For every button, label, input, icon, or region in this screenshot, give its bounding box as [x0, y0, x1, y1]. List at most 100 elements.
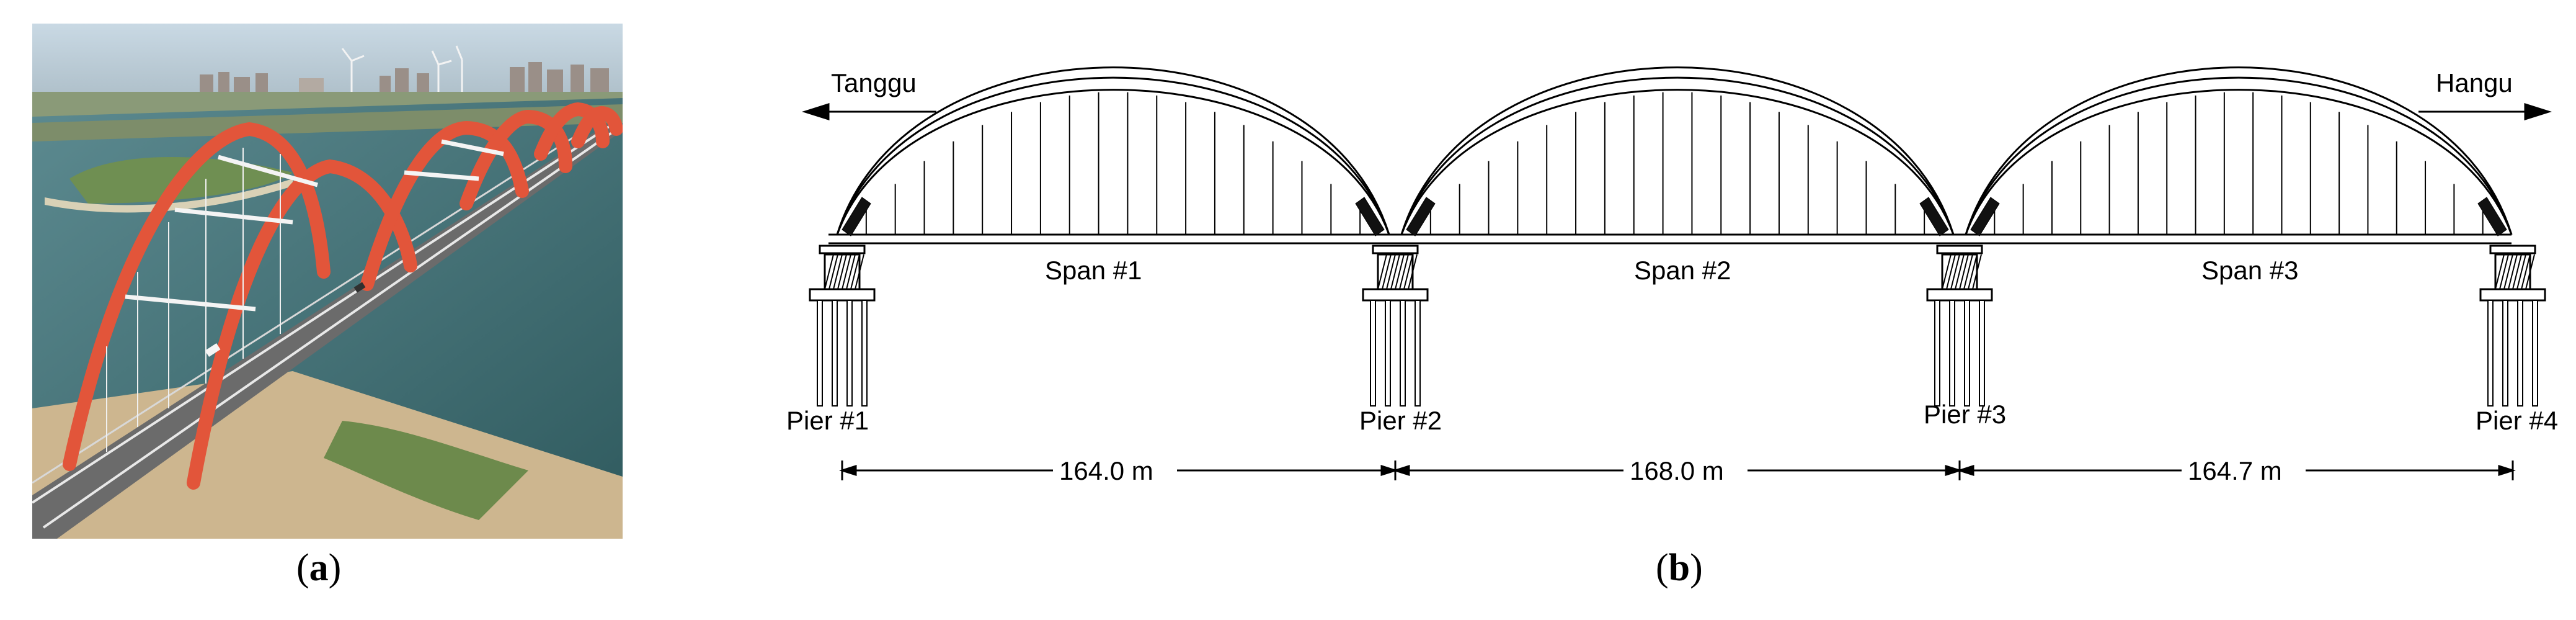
- pier-cap: [2489, 245, 2536, 254]
- pier-hatch: [837, 254, 847, 290]
- arch-span-2: [1400, 66, 1955, 236]
- piers: [809, 245, 2546, 407]
- pile: [832, 300, 838, 407]
- far-bank: [32, 104, 623, 142]
- pile: [2502, 300, 2508, 407]
- bridge-deck-line: [828, 233, 2512, 245]
- pier-cap: [1372, 245, 1419, 254]
- arch-span-3: [1965, 66, 2513, 236]
- wind-turbines: [341, 45, 463, 98]
- arch-span-1: [836, 66, 1390, 236]
- arches: [836, 66, 2513, 236]
- arch-rib: [1400, 66, 1955, 235]
- pier-hatch: [1390, 254, 1400, 290]
- arch-shoe: [2477, 197, 2507, 236]
- direction-left-label: Tanggu: [831, 68, 917, 97]
- pile: [2487, 300, 2494, 407]
- arch-rib: [836, 89, 1390, 235]
- pier-hatch: [1959, 254, 1969, 290]
- pier-3: [1926, 245, 1993, 407]
- pier-hatch: [1963, 254, 1973, 290]
- pier-hatch: [850, 254, 860, 290]
- hangers: [106, 148, 281, 452]
- pier-hatch: [1395, 254, 1405, 290]
- span-label-3: Span #3: [2201, 256, 2298, 285]
- pier-hatch: [846, 254, 856, 290]
- pier-hatch: [2508, 254, 2518, 290]
- arch-rib: [836, 76, 1390, 235]
- pier-hatch: [2512, 254, 2522, 290]
- arch-shoe: [1355, 197, 1385, 236]
- arch-rib: [1965, 66, 2513, 235]
- pile: [1415, 300, 1421, 407]
- pier-cap: [1936, 245, 1983, 254]
- arch-rib: [1965, 89, 2513, 235]
- pile-cap: [1926, 288, 1993, 302]
- arch-bracing: [125, 139, 504, 312]
- pile-cap: [809, 288, 876, 302]
- bridge-photo: [32, 24, 623, 539]
- pier-label-1: Pier #1: [786, 406, 869, 435]
- pier-cap: [819, 245, 866, 254]
- caption-b: (b): [1656, 547, 1703, 589]
- near-vegetation: [324, 421, 528, 520]
- pile: [1400, 300, 1406, 407]
- pile: [1385, 300, 1391, 407]
- pier-label-2: Pier #2: [1359, 406, 1442, 435]
- pier-hatch: [833, 254, 843, 290]
- pier-hatch: [1399, 254, 1409, 290]
- pier-hatch: [1377, 254, 1387, 290]
- pile: [1934, 300, 1940, 407]
- direction-right-label: Hangu: [2436, 68, 2513, 97]
- pile: [2517, 300, 2523, 407]
- bridge-photo-illustration: [32, 24, 623, 539]
- pier-hatch: [824, 254, 834, 290]
- arch-rib: [1400, 89, 1955, 235]
- bridge-elevation-diagram: Tanggu Hangu Span #1 Span #2 Span #3 Pie…: [769, 37, 2567, 509]
- bridge-arches: [63, 102, 623, 490]
- pier-hatch: [1950, 254, 1960, 290]
- pier-1: [809, 245, 876, 407]
- pier-4: [2479, 245, 2546, 407]
- pier-hatch: [1972, 254, 1982, 290]
- pile: [817, 300, 823, 407]
- pile-cap: [2479, 288, 2546, 302]
- caption-a: (a): [296, 547, 342, 589]
- pier-hatch: [2521, 254, 2531, 290]
- pier-hatch: [2525, 254, 2535, 290]
- car: [353, 282, 366, 293]
- pile: [1979, 300, 1985, 407]
- span-length-2: 168.0 m: [1630, 456, 1724, 485]
- span-length-1: 164.0 m: [1059, 456, 1153, 485]
- pier-hatch: [1386, 254, 1396, 290]
- pile: [1370, 300, 1376, 407]
- pier-hatch: [855, 254, 864, 290]
- pier-hatch: [2503, 254, 2513, 290]
- pier-hatch: [842, 254, 851, 290]
- pier-label-3: Pier #3: [1924, 400, 2006, 429]
- pier-hatch: [828, 254, 838, 290]
- tanggu-arrow: [802, 102, 936, 121]
- arch-rib: [1965, 76, 2513, 235]
- span-label-2: Span #2: [1634, 256, 1731, 285]
- pile: [2532, 300, 2538, 407]
- elevation-svg: Tanggu Hangu Span #1 Span #2 Span #3 Pie…: [786, 66, 2558, 485]
- pile-cap: [1362, 288, 1429, 302]
- car: [205, 343, 221, 357]
- arch-shoe: [1406, 197, 1436, 236]
- hangu-arrow: [2418, 102, 2552, 121]
- pier-hatch: [1942, 254, 1952, 290]
- pile: [846, 300, 853, 407]
- pier-label-4: Pier #4: [2476, 406, 2558, 435]
- arch-rib: [836, 66, 1390, 235]
- pile: [1964, 300, 1970, 407]
- pier-hatch: [1946, 254, 1956, 290]
- pier-hatch: [1968, 254, 1978, 290]
- arch-shoe: [1919, 197, 1949, 236]
- pier-hatch: [2495, 254, 2505, 290]
- pier-hatch: [1955, 254, 1965, 290]
- pier-hatch: [1408, 254, 1418, 290]
- pier-hatch: [2516, 254, 2526, 290]
- pier-hatch: [1403, 254, 1413, 290]
- pier-hatch: [1382, 254, 1392, 290]
